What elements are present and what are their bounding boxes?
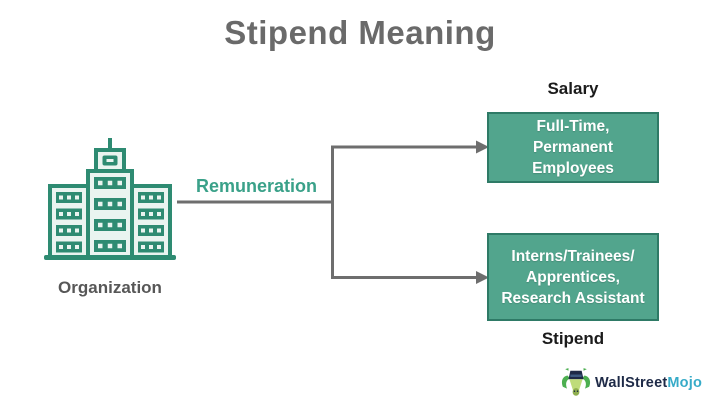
salary-box: Full-Time, Permanent Employees bbox=[487, 112, 659, 183]
stipend-box: Interns/Trainees/ Apprentices, Research … bbox=[487, 233, 659, 321]
salary-box-line: Permanent bbox=[532, 139, 614, 156]
brand-wordmark-primary: WallStreet bbox=[595, 375, 668, 391]
salary-box-line: Employees bbox=[532, 160, 614, 177]
remuneration-label: Remuneration bbox=[195, 176, 318, 196]
stipend-box-line: Apprentices, bbox=[526, 268, 620, 286]
organization-group: Organization bbox=[44, 136, 176, 297]
brand-logo: WallStreetMojo bbox=[560, 367, 702, 399]
salary-label: Salary bbox=[547, 79, 599, 98]
salary-box-line: Full-Time, bbox=[536, 118, 610, 135]
organization-label: Organization bbox=[58, 278, 162, 297]
stipend-box-line: Research Assistant bbox=[501, 289, 645, 307]
building-icon bbox=[44, 138, 176, 260]
page-title: Stipend Meaning bbox=[224, 14, 496, 51]
brand-wordmark: WallStreetMojo bbox=[595, 375, 702, 391]
stipend-box-line: Interns/Trainees/ bbox=[511, 247, 635, 265]
stipend-label: Stipend bbox=[541, 329, 605, 348]
wallstreetmojo-mascot-icon bbox=[561, 368, 591, 396]
brand-wordmark-secondary: Mojo bbox=[667, 375, 702, 391]
